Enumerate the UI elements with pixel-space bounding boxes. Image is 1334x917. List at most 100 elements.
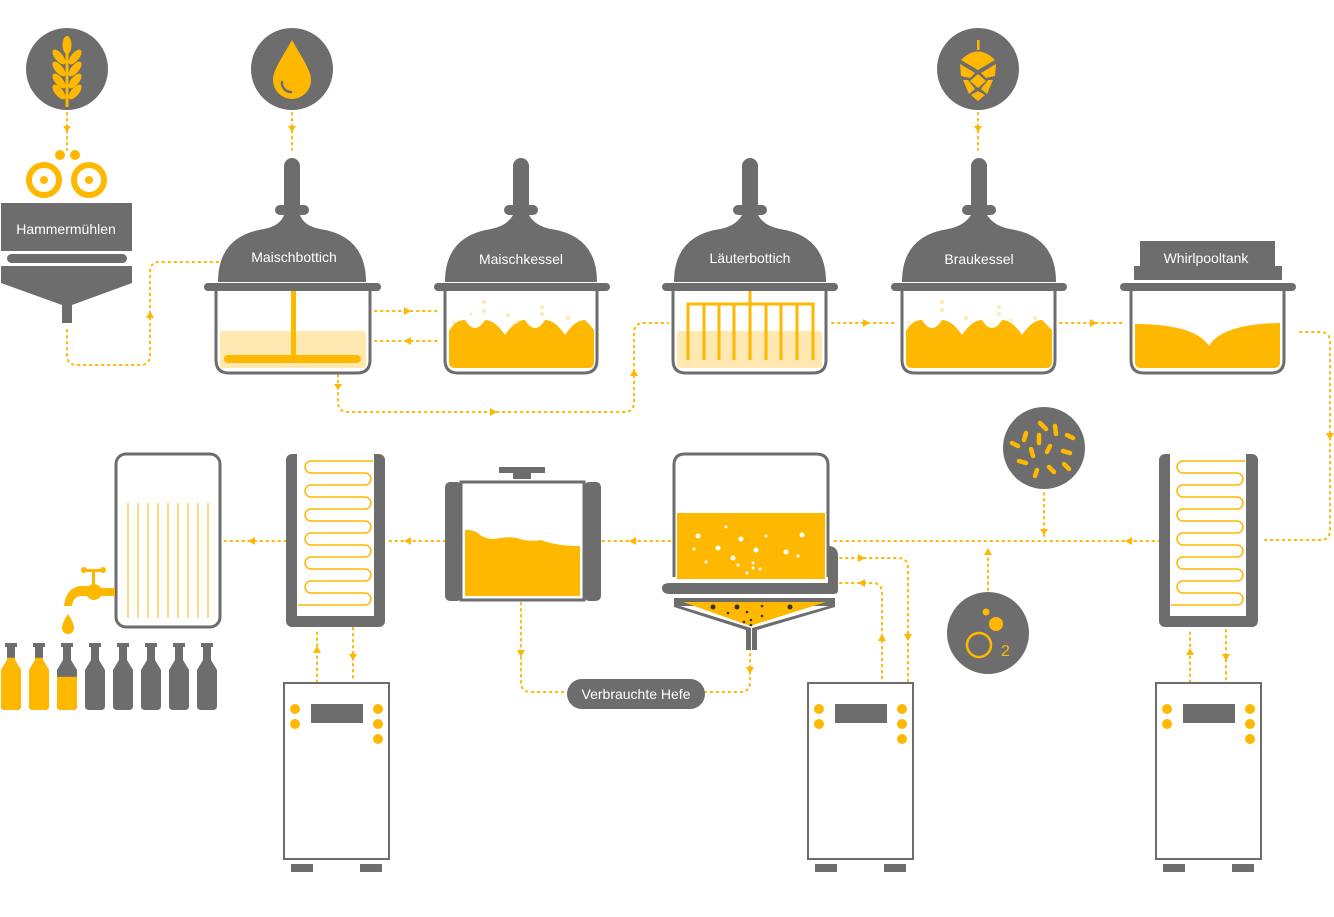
flow-glycol-in <box>839 582 883 683</box>
arrow-right <box>863 319 870 327</box>
brew-kettle: Braukessel <box>891 158 1067 375</box>
arrow-up <box>146 311 154 318</box>
arrow-right <box>858 554 865 562</box>
arrow-down <box>349 654 357 661</box>
bottle <box>169 643 189 710</box>
whirlpool-tank: Whirlpooltank <box>1120 241 1296 375</box>
indicator-light <box>1245 734 1255 744</box>
water-drop-icon <box>273 40 311 99</box>
bottle <box>113 643 133 710</box>
arrow-left <box>404 537 411 545</box>
indicator-light <box>897 734 907 744</box>
indicator-light <box>1245 719 1255 729</box>
arrow-up <box>984 548 992 555</box>
flow-whirlpool-to-cooler <box>1264 331 1331 541</box>
tap-icon <box>62 567 115 634</box>
filter-tank <box>62 452 222 634</box>
mash-kettle: Maischkessel <box>434 158 610 375</box>
arrow-left <box>404 337 411 345</box>
spent-yeast-label: Verbrauchte Hefe <box>582 686 691 702</box>
hops-icon <box>960 40 996 101</box>
arrow-down <box>288 126 296 132</box>
spent-yeast-badge: Verbrauchte Hefe <box>567 679 705 709</box>
display <box>835 704 887 723</box>
arrow-down <box>63 126 71 132</box>
indicator-light <box>1245 704 1255 714</box>
control-unit <box>283 682 390 872</box>
hammer-mill: Hammermühlen <box>1 150 132 323</box>
flow-glycol-out <box>839 557 909 683</box>
arrow-up <box>313 646 321 653</box>
arrow-right <box>1090 319 1097 327</box>
indicator-light <box>290 719 300 729</box>
fermentation-tank <box>662 452 838 650</box>
display <box>311 704 363 723</box>
indicator-light <box>814 704 824 714</box>
arrow-right <box>490 408 497 416</box>
arrow-down <box>517 650 525 657</box>
indicator-light <box>373 704 383 714</box>
bottle <box>197 643 217 710</box>
arrow-right <box>404 307 411 315</box>
oxygen-icon: 2 <box>965 608 1010 660</box>
indicator-light <box>373 734 383 744</box>
arrow-up <box>1186 648 1194 655</box>
indicator-light <box>814 719 824 729</box>
indicator-light <box>897 719 907 729</box>
arrow-left <box>629 537 636 545</box>
ingredient-yeast <box>1003 407 1085 489</box>
arrow-down <box>746 667 754 674</box>
yeast-icon <box>1009 420 1076 479</box>
bottle <box>1 643 21 710</box>
lauter-tun: Läuterbottich <box>662 158 838 375</box>
bottles <box>1 643 217 710</box>
indicator-light <box>1162 704 1172 714</box>
mash-tun: Maischbottich <box>204 158 381 375</box>
bottle <box>141 643 161 710</box>
flow-lines <box>63 112 1334 693</box>
ingredient-grain <box>26 28 108 110</box>
beer-cooler <box>286 454 385 627</box>
arrow-down <box>1040 529 1048 535</box>
control-unit <box>807 682 914 872</box>
sediment <box>710 604 793 627</box>
storage-tank <box>445 467 601 602</box>
indicator-light <box>897 704 907 714</box>
mill-label: Hammermühlen <box>16 221 116 237</box>
wort-cooler <box>1159 454 1258 627</box>
arrow-down <box>1326 433 1334 440</box>
indicator-light <box>373 719 383 729</box>
wheat-icon <box>52 36 82 107</box>
ingredient-oxygen: 2 <box>947 592 1029 674</box>
arrow-left <box>858 579 865 587</box>
brew-kettle-label: Braukessel <box>944 251 1013 267</box>
indicator-light <box>1162 719 1172 729</box>
arrow-left <box>248 537 255 545</box>
arrow-down <box>1222 654 1230 661</box>
mill-rollers-icon <box>26 150 107 198</box>
whirlpool-label: Whirlpooltank <box>1164 250 1250 266</box>
indicator-light <box>290 704 300 714</box>
flow-mill-to-mash <box>66 261 219 366</box>
mash-tun-label: Maischbottich <box>251 249 337 265</box>
flow-storage-to-spent <box>520 602 571 693</box>
arrow-down <box>334 384 342 390</box>
lauter-tun-label: Läuterbottich <box>710 250 791 266</box>
arrow-down <box>904 634 912 641</box>
bubbles <box>692 525 805 575</box>
mash-kettle-label: Maischkessel <box>479 251 563 267</box>
arrow-up <box>878 634 886 641</box>
bottle <box>57 643 77 710</box>
arrow-left <box>1125 537 1132 545</box>
bottle <box>29 643 49 710</box>
bottle <box>85 643 105 710</box>
arrow-up <box>630 369 638 376</box>
flow-fermenter-to-spent <box>704 647 751 693</box>
control-unit <box>1155 682 1262 872</box>
display <box>1183 704 1235 723</box>
oxygen-subscript: 2 <box>1001 643 1010 660</box>
ingredient-water <box>251 28 333 110</box>
ingredient-hops <box>937 28 1019 110</box>
arrow-down <box>974 126 982 132</box>
